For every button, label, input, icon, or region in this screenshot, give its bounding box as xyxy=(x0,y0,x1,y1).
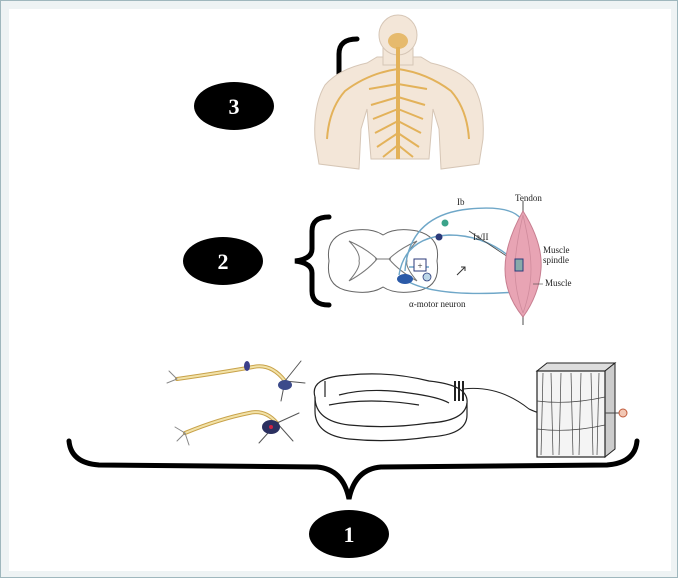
neuron-cells-illustration xyxy=(167,361,305,445)
level-3-group: 3 xyxy=(194,15,483,169)
ib-label: Ib xyxy=(457,197,465,207)
hierarchy-diagram: 3 2 xyxy=(9,9,671,571)
muscle-label: Muscle xyxy=(545,278,572,288)
inhibitory-neuron xyxy=(423,273,431,281)
level-2-brace xyxy=(295,217,329,305)
level-1-group: 1 xyxy=(69,361,637,558)
level-3-number: 3 xyxy=(229,94,240,119)
level-2-number: 2 xyxy=(218,249,229,274)
tissue-electrode-marker xyxy=(619,409,627,417)
muscle-tissue-block-illustration xyxy=(537,363,627,457)
figure-panel: 3 2 xyxy=(9,9,671,571)
muscle-spindle-label-2: spindle xyxy=(543,255,569,265)
level-2-group: 2 + Ib xyxy=(183,193,572,325)
muscle-spindle-mark xyxy=(515,259,523,271)
tendon-label: Tendon xyxy=(515,193,542,203)
ia-ganglion xyxy=(436,234,443,241)
muscle-illustration xyxy=(505,201,541,325)
synapse-plus-label: + xyxy=(417,261,422,271)
ib-ganglion xyxy=(442,220,449,227)
motor-neuron-cell-body xyxy=(397,274,413,284)
muscle-spindle-label-1: Muscle xyxy=(543,245,570,255)
level-1-number: 1 xyxy=(344,522,355,547)
arrow-mark xyxy=(457,267,465,275)
ia-ii-label: Ia/II xyxy=(473,232,489,242)
alpha-motor-neuron-label: α-motor neuron xyxy=(409,299,466,309)
